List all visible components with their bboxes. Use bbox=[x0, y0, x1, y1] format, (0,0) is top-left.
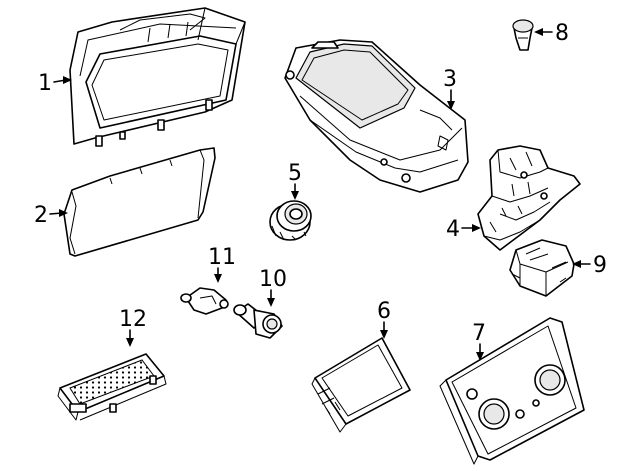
callout-label-10: 10 bbox=[259, 267, 287, 292]
callout-6: 6 bbox=[377, 299, 391, 339]
callout-label-6: 6 bbox=[377, 299, 391, 324]
callout-11: 11 bbox=[208, 245, 236, 283]
callout-label-7: 7 bbox=[472, 321, 486, 346]
callout-label-4: 4 bbox=[446, 217, 460, 242]
callout-label-8: 8 bbox=[555, 21, 569, 46]
part-5-knob bbox=[269, 200, 312, 241]
part-7-control-panel bbox=[439, 317, 585, 465]
callout-7: 7 bbox=[472, 321, 486, 361]
callout-label-3: 3 bbox=[443, 67, 457, 92]
part-1-instrument-cluster bbox=[69, 7, 246, 147]
part-9-switch-module bbox=[509, 239, 575, 297]
callout-3: 3 bbox=[443, 67, 457, 110]
part-8-cap bbox=[512, 19, 534, 51]
callout-2: 2 bbox=[34, 203, 68, 228]
callout-1: 1 bbox=[38, 71, 72, 96]
callout-label-12: 12 bbox=[119, 307, 147, 332]
callout-4: 4 bbox=[446, 217, 481, 242]
part-6-display-screen bbox=[311, 337, 411, 433]
callout-12: 12 bbox=[119, 307, 147, 347]
callout-9: 9 bbox=[572, 253, 607, 278]
part-11-sensor bbox=[180, 287, 229, 315]
part-3-display-module bbox=[284, 39, 469, 193]
part-12-grille bbox=[57, 353, 167, 421]
part-2-trim-panel bbox=[63, 147, 216, 257]
callout-5: 5 bbox=[288, 161, 302, 200]
callout-label-5: 5 bbox=[288, 161, 302, 186]
callout-label-11: 11 bbox=[208, 245, 236, 270]
part-10-power-socket bbox=[233, 303, 283, 339]
callout-label-1: 1 bbox=[38, 71, 52, 96]
callout-label-9: 9 bbox=[593, 253, 607, 278]
part-4-control-bracket bbox=[477, 145, 581, 251]
callout-10: 10 bbox=[259, 267, 287, 307]
callout-8: 8 bbox=[534, 21, 569, 46]
callout-label-2: 2 bbox=[34, 203, 48, 228]
